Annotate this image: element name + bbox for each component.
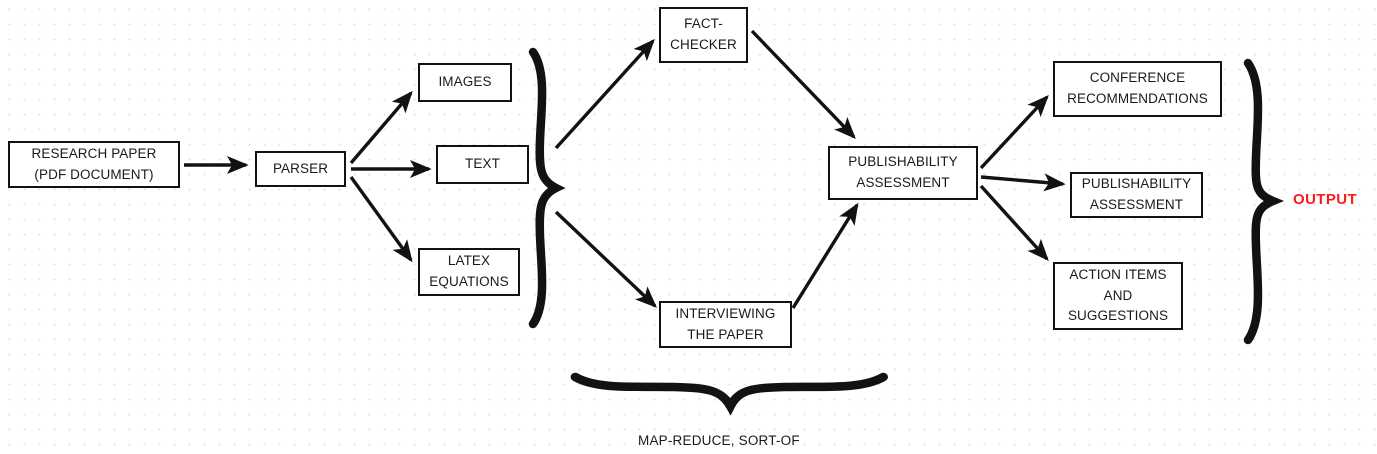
node-action-items-and-suggestions[interactable]: ACTION ITEMS AND SUGGESTIONS bbox=[1053, 262, 1183, 330]
node-text[interactable]: TEXT bbox=[436, 145, 529, 184]
caption-map-reduce: MAP-REDUCE, SORT-OF bbox=[638, 433, 800, 448]
node-images[interactable]: IMAGES bbox=[418, 63, 512, 102]
node-parser[interactable]: PARSER bbox=[255, 151, 346, 187]
node-research-paper[interactable]: RESEARCH PAPER (PDF DOCUMENT) bbox=[8, 141, 180, 188]
node-publishability-assessment-output[interactable]: PUBLISHABILITY ASSESSMENT bbox=[1070, 172, 1203, 218]
node-latex-equations[interactable]: LATEX EQUATIONS bbox=[418, 248, 520, 296]
label-output: OUTPUT bbox=[1293, 191, 1358, 208]
node-fact-checker[interactable]: FACT- CHECKER bbox=[659, 7, 748, 63]
node-interviewing-the-paper[interactable]: INTERVIEWING THE PAPER bbox=[659, 301, 792, 348]
node-publishability-assessment-center[interactable]: PUBLISHABILITY ASSESSMENT bbox=[828, 146, 978, 200]
node-conference-recommendations[interactable]: CONFERENCE RECOMMENDATIONS bbox=[1053, 61, 1222, 117]
